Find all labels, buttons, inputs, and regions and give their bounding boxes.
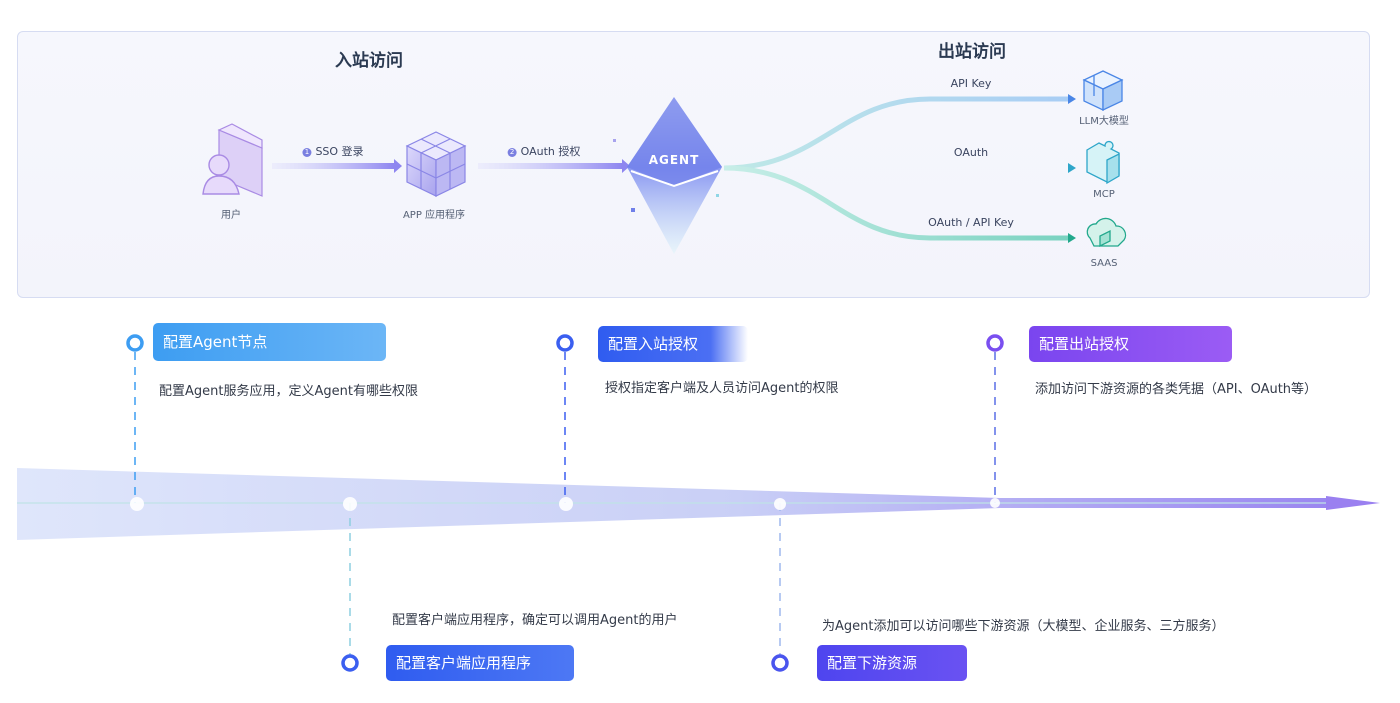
app-cubes-icon [405,131,467,197]
mcp-arrowhead [1068,163,1076,173]
saas-line [723,165,1068,241]
step1-marker [126,334,144,352]
step3-pill: 配置入站授权 [598,326,748,362]
sso-step-badge: 1 [302,148,312,157]
step3-axis-dot [559,497,573,511]
step2-pill: 配置客户端应用程序 [386,645,574,681]
agent-icon [613,97,722,254]
user-label: 用户 [221,210,241,221]
sso-arrow [272,163,394,169]
timeline-track [17,468,1330,540]
saas-arrowhead [1068,233,1076,243]
oauth-arrow [478,163,622,169]
agent-label: AGENT [648,153,700,167]
step4-marker [771,654,789,672]
oauth-arrowhead [622,159,630,173]
mcp-label: MCP [1093,189,1115,200]
step3-desc: 授权指定客户端及人员访问Agent的权限 [605,381,839,396]
oauth-step-badge: 2 [507,148,517,157]
llm-edge-label: API Key [950,77,992,90]
step1-axis-dot [130,497,144,511]
step4-desc: 为Agent添加可以访问哪些下游资源（大模型、企业服务、三方服务） [822,619,1225,634]
step2-desc: 配置客户端应用程序，确定可以调用Agent的用户 [392,613,678,628]
step1-pill: 配置Agent节点 [153,323,386,361]
mcp-edge-label: OAuth [953,146,989,159]
step3-marker [556,334,574,352]
user-icon [202,123,263,197]
step2-axis-dot [343,497,357,511]
step1-desc: 配置Agent服务应用，定义Agent有哪些权限 [159,384,418,399]
step5-pill: 配置出站授权 [1029,326,1232,362]
step5-marker [986,334,1004,352]
inbound-title: 入站访问 [335,51,403,71]
step2-marker [341,654,359,672]
step4-pill: 配置下游资源 [817,645,967,681]
sso-arrowhead [394,159,402,173]
access-diagram [202,70,1127,254]
step4-axis-dot [774,498,786,510]
oauth-edge-text: OAuth 授权 [520,145,581,158]
sso-edge-text: SSO 登录 [315,145,364,158]
step5-axis-dot [990,498,1000,508]
saas-edge-label: OAuth / API Key [928,216,1014,229]
llm-model-icon [1082,70,1124,112]
saas-label: SAAS [1090,258,1118,269]
llm-line [723,96,1068,171]
app-label: APP 应用程序 [402,210,466,221]
outbound-title: 出站访问 [938,42,1006,62]
timeline-arrowhead [1326,496,1380,510]
step5-desc: 添加访问下游资源的各类凭据（API、OAuth等） [1035,382,1318,397]
mcp-puzzle-icon [1086,140,1120,185]
llm-label: LLM大模型 [1079,116,1129,127]
saas-cloud-icon [1086,217,1127,248]
llm-arrowhead [1068,94,1076,104]
